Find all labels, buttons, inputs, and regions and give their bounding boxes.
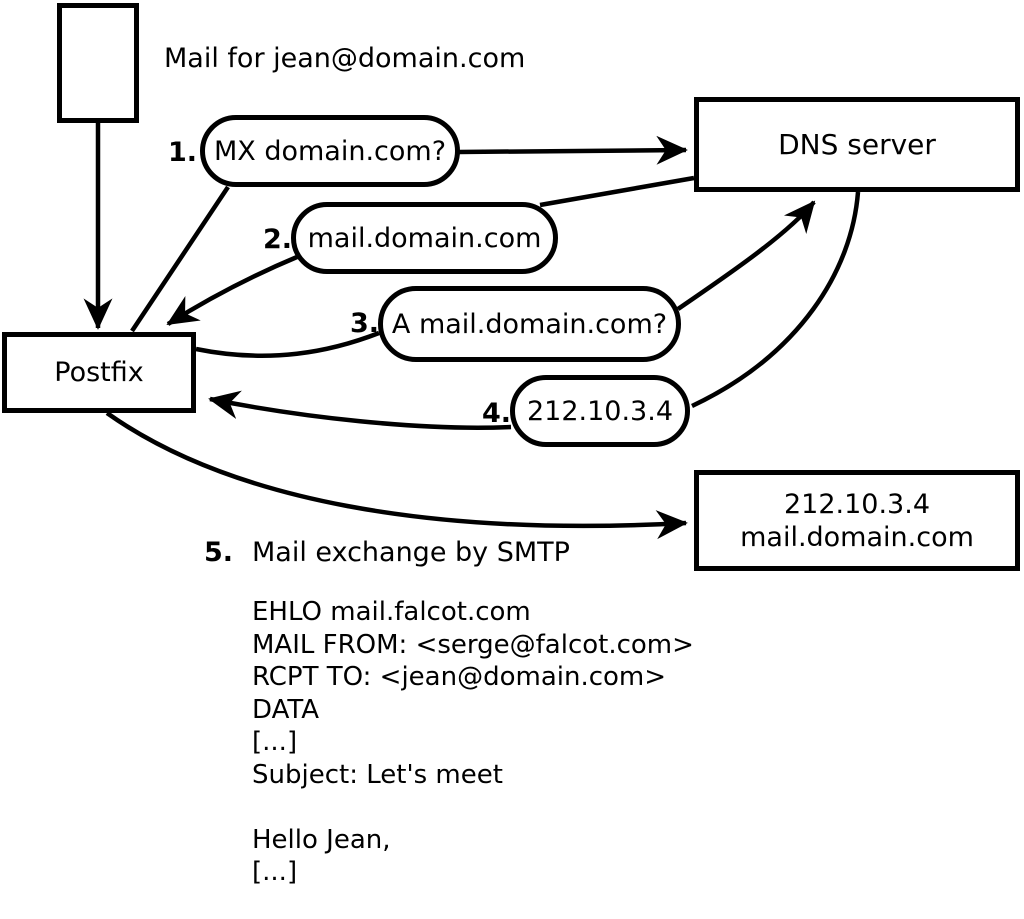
step-3-number: 3. xyxy=(349,308,379,339)
response-a-pill: 212.10.3.4 xyxy=(510,375,690,447)
edge-response4-pill-to-postfix xyxy=(208,390,512,430)
edge-smtp-postfix-to-mailserver xyxy=(105,411,688,540)
smtp-exchange-label: Mail exchange by SMTP xyxy=(252,537,570,568)
mail-message-box xyxy=(57,3,139,123)
destination-ip: 212.10.3.4 xyxy=(784,488,930,520)
dns-server-label: DNS server xyxy=(778,128,936,161)
response-mx-pill: mail.domain.com xyxy=(291,202,558,274)
postfix-label: Postfix xyxy=(54,357,144,388)
step-5-number: 5. xyxy=(203,537,233,568)
edge-query1-pill-to-dns xyxy=(458,135,688,165)
query-mx-pill: MX domain.com? xyxy=(200,115,460,187)
response-a-label: 212.10.3.4 xyxy=(527,395,673,427)
postfix-server-box: Postfix xyxy=(2,332,196,413)
step-1-number: 1. xyxy=(167,137,197,168)
edge-query3-postfix-to-pill xyxy=(195,330,380,358)
dns-server-box: DNS server xyxy=(694,97,1020,192)
query-mx-label: MX domain.com? xyxy=(213,135,447,167)
edge-response2-dns-to-pill xyxy=(539,175,695,208)
mail-for-label: Mail for jean@domain.com xyxy=(164,43,526,74)
edge-query1-postfix-to-pill xyxy=(130,185,230,333)
step-4-number: 4. xyxy=(481,398,511,429)
step-2-number: 2. xyxy=(262,224,292,255)
response-mx-label: mail.domain.com xyxy=(307,222,542,254)
edge-query3-pill-to-dns xyxy=(676,200,816,311)
query-a-label: A mail.domain.com? xyxy=(391,308,668,340)
smtp-session-transcript: EHLO mail.falcot.com MAIL FROM: <serge@f… xyxy=(252,597,694,887)
destination-mailserver-box: 212.10.3.4 mail.domain.com xyxy=(694,470,1020,571)
edge-response2-pill-to-postfix xyxy=(166,254,298,326)
destination-hostname: mail.domain.com xyxy=(740,521,974,553)
query-a-pill: A mail.domain.com? xyxy=(378,286,681,362)
edge-response4-dns-to-pill xyxy=(691,191,861,409)
destination-mailserver-label: 212.10.3.4 mail.domain.com xyxy=(740,488,974,554)
